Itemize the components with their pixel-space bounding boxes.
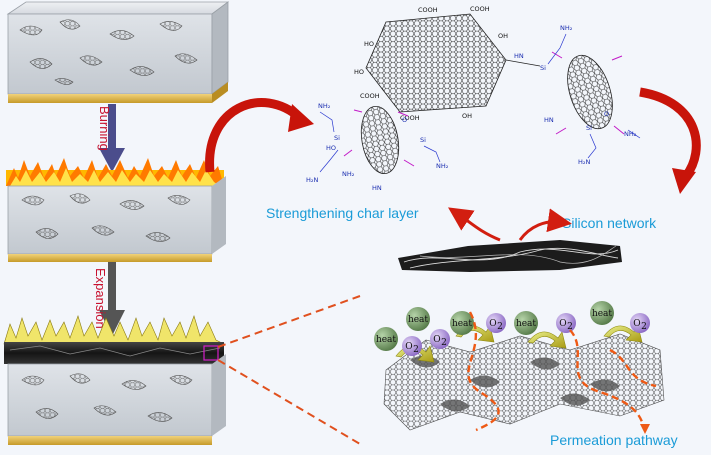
cooh-label-4: COOH	[400, 114, 420, 122]
panel-burning	[7, 176, 226, 262]
permeation-arrowhead	[640, 424, 650, 434]
panel-stack: Burning Expan	[3, 1, 230, 445]
char-arrows	[448, 207, 572, 242]
svg-text:heat: heat	[516, 319, 536, 329]
burning-label: Burning	[97, 106, 112, 151]
nh2-label-3: NH₂	[436, 162, 449, 170]
nh2-label-2: NH₂	[342, 170, 355, 178]
nh2-label-1: NH₂	[318, 102, 331, 110]
svg-text:2: 2	[567, 322, 573, 332]
nh2-label-4: NH₂	[560, 24, 573, 32]
cooh-label-1: COOH	[418, 6, 438, 14]
svg-text:O: O	[433, 335, 440, 345]
expanded-char-layer	[3, 315, 225, 364]
si-label-4: Si	[586, 124, 592, 132]
silane-nanotube-right: NH₂ Si Si HN NH₂ H₂N O	[540, 24, 641, 166]
ho-label-3: HO	[326, 144, 336, 152]
si-label-2: Si	[420, 136, 426, 144]
silicon-network-label: Silicon network	[562, 215, 657, 231]
oh-label-1: OH	[498, 32, 508, 40]
svg-text:2: 2	[641, 322, 647, 332]
svg-text:heat: heat	[408, 315, 428, 325]
zoom-lines	[217, 295, 361, 445]
panel-pristine	[6, 1, 230, 103]
si-label-3: Si	[540, 64, 546, 72]
curved-arrow-right	[639, 87, 701, 194]
hn-label-3: HN	[544, 116, 554, 124]
oxygen-ball-4: O 2	[556, 313, 576, 333]
svg-text:O: O	[559, 319, 566, 329]
permeation-label: Permeation pathway	[550, 432, 678, 448]
dispersed-nanofiller	[19, 19, 198, 85]
o-label-2: O	[604, 110, 609, 118]
burning-arrow: Burning	[97, 104, 125, 172]
ho-label-1: HO	[364, 40, 374, 48]
nh2-label-5: NH₂	[624, 130, 637, 138]
svg-text:2: 2	[497, 322, 503, 332]
expansion-arrow: Expansion	[93, 262, 125, 336]
oxygen-ball-2: O 2	[430, 329, 450, 349]
svg-text:O: O	[633, 319, 640, 329]
si-label-1: Si	[334, 134, 340, 142]
panel-protected	[7, 354, 226, 445]
svg-text:heat: heat	[452, 319, 472, 329]
svg-text:2: 2	[441, 338, 447, 348]
heat-ball-5: heat	[590, 301, 614, 325]
svg-text:heat: heat	[592, 309, 612, 319]
h2n-label-2: H₂N	[578, 158, 590, 166]
char-layer-label: Strengthening char layer	[266, 205, 419, 221]
heat-ball-3: heat	[450, 311, 474, 335]
hn-label-2: HN	[372, 184, 382, 192]
char-labels: Strengthening char layer Silicon network	[266, 205, 657, 231]
heat-ball-2: heat	[406, 307, 430, 331]
oh-label-2: OH	[462, 112, 472, 120]
ho-label-2: HO	[354, 68, 364, 76]
cooh-label-2: COOH	[470, 5, 490, 13]
oxygen-ball-1: O 2	[402, 336, 422, 356]
permeation-paths	[467, 311, 657, 432]
cooh-label-3: COOH	[360, 92, 380, 100]
svg-text:heat: heat	[376, 335, 396, 345]
h2n-label-1: H₂N	[306, 176, 318, 184]
flame-row	[6, 158, 224, 186]
svg-text:O: O	[489, 319, 496, 329]
expansion-label: Expansion	[93, 268, 108, 329]
svg-text:O: O	[405, 342, 412, 352]
oxygen-ball-3: O 2	[486, 313, 506, 333]
gas-barrier-illustration: heat heat heat heat heat O 2 O 2	[374, 301, 650, 363]
graphene-oxide-sheet: COOH COOH HO HO COOH OH COOH OH HN	[354, 5, 541, 122]
silane-nanotube-left: NH₂ Si Si O NH₂ H₂N NH₂ HN HO	[306, 102, 449, 192]
heat-ball-4: heat	[514, 311, 538, 335]
zoom-box	[203, 345, 219, 361]
char-slab	[398, 240, 622, 272]
curved-arrow-left	[205, 98, 314, 173]
svg-text:2: 2	[413, 345, 419, 355]
o-label-1: O	[402, 116, 407, 124]
oxygen-ball-5: O 2	[630, 313, 650, 333]
heat-ball-1: heat	[374, 327, 398, 351]
hn-label-1: HN	[514, 52, 524, 60]
